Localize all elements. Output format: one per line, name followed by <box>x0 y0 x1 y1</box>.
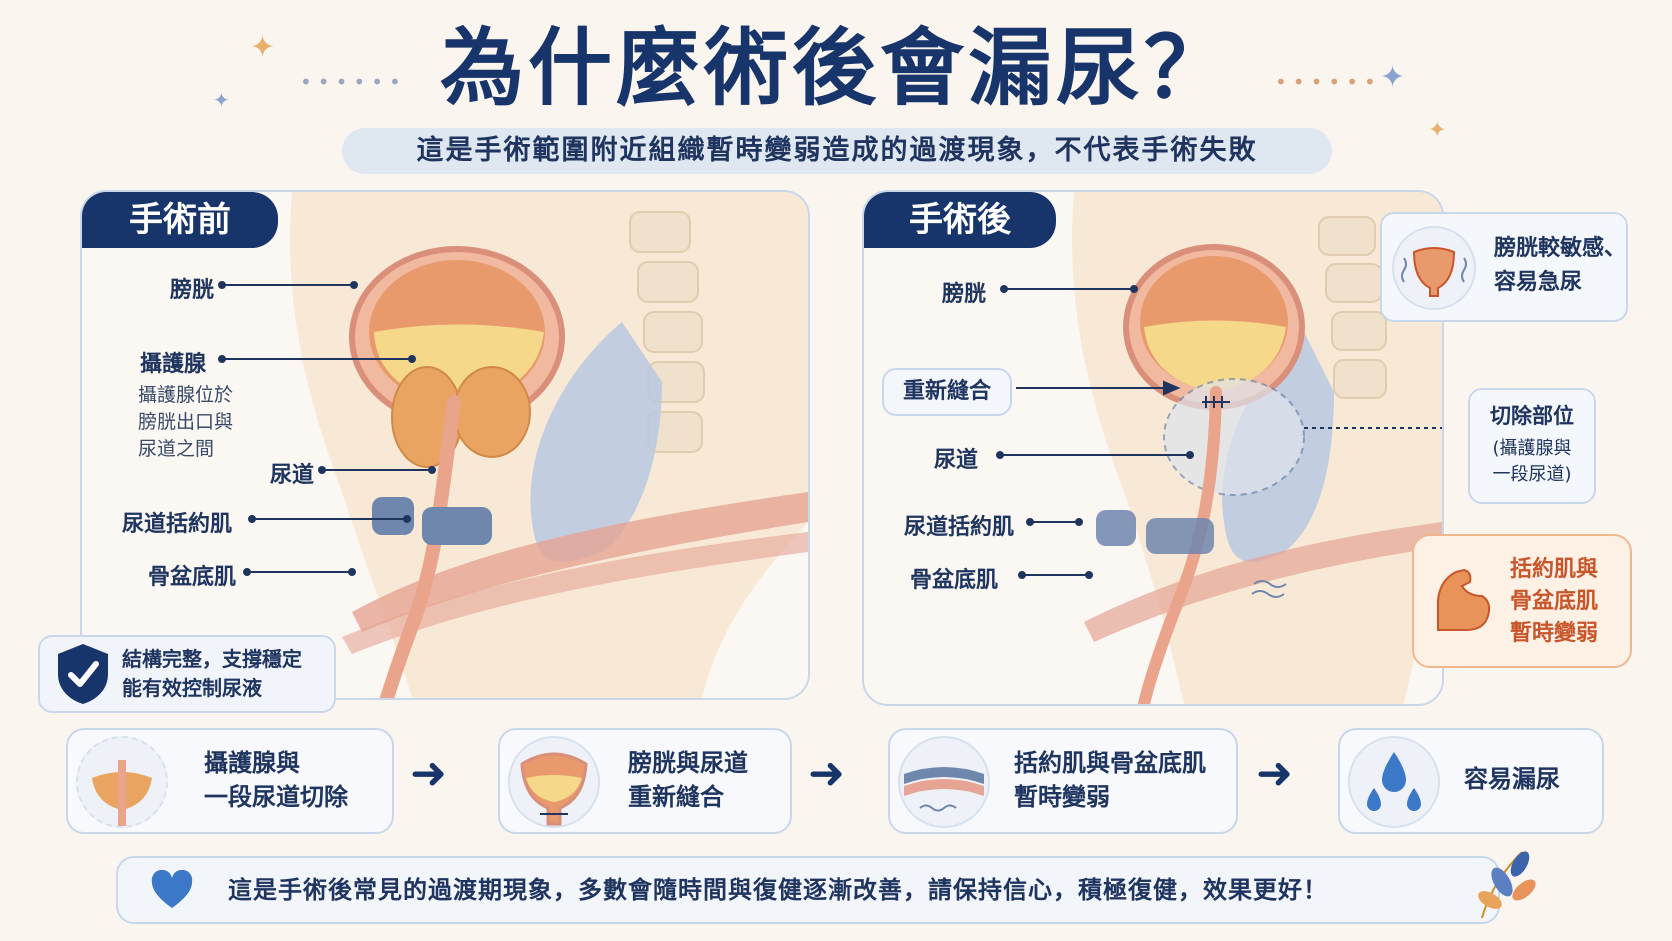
sparkle-icon: ✦ <box>1428 118 1447 143</box>
label-suture: 重新縫合 <box>902 379 991 404</box>
badge-line: 結構完整，支撐穩定 <box>122 647 302 671</box>
arrow-right-icon: ➜ <box>808 748 845 799</box>
bladder-sensitive-callout: 膀胱較敏感、 容易急尿 <box>1380 212 1628 322</box>
before-anatomy-illustration <box>218 192 808 698</box>
bladder-icon <box>520 752 588 826</box>
flow-step: 膀胱與尿道 重新縫合 <box>498 728 792 834</box>
bladder-sensitive-icon <box>1392 226 1476 310</box>
label-bladder: 膀胱 <box>942 282 987 307</box>
label-urethra: 尿道 <box>934 448 979 473</box>
prostate-removal-icon <box>76 736 168 828</box>
footer-text: 這是手術後常見的過渡期現象，多數會隨時間與復健逐漸改善，請保持信心，積極復健，效… <box>228 876 1328 904</box>
flow-step-text: 攝護腺與 <box>204 749 300 777</box>
footer-banner: 這是手術後常見的過渡期現象，多數會隨時間與復健逐漸改善，請保持信心，積極復健，效… <box>116 856 1500 924</box>
callout-line: 暫時變弱 <box>1510 621 1599 646</box>
page-title: 為什麼術後會漏尿？ <box>439 19 1232 117</box>
prostate-note: 攝護腺位於 膀胱出口與 尿道之間 <box>138 384 234 460</box>
flow-step-text: 一段尿道切除 <box>204 783 348 811</box>
sparkle-icon: ✦ <box>250 30 276 65</box>
callout-line: 骨盆底肌 <box>1510 589 1599 614</box>
removed-area-callout: 切除部位 (攝護腺與 一段尿道) <box>1468 388 1596 504</box>
leaf-decoration-icon <box>1478 851 1536 919</box>
badge-line: 能有效控制尿液 <box>122 676 262 700</box>
flow-step-text: 膀胱與尿道 <box>628 749 748 777</box>
arrow-right-icon: ➜ <box>410 748 447 799</box>
dots-decoration: •••••• <box>300 70 407 94</box>
flow-step-text: 暫時變弱 <box>1014 783 1110 811</box>
after-panel: 手術後 膀胱 重新縫合 尿道 尿道括約肌 骨盆底肌 <box>862 190 1444 706</box>
water-drops-icon <box>1348 736 1440 828</box>
drop-icon <box>1367 752 1421 811</box>
tab-after-surgery: 手術後 <box>864 192 1056 248</box>
callout-line: 膀胱較敏感、 <box>1494 236 1627 261</box>
callout-line: 容易急尿 <box>1494 270 1583 295</box>
muscle-layers-icon <box>898 736 990 828</box>
label-pelvic-floor: 骨盆底肌 <box>148 565 237 590</box>
label-pelvic-floor: 骨盆底肌 <box>910 568 999 593</box>
heart-icon <box>151 870 193 908</box>
label-urethral-sphincter: 尿道括約肌 <box>122 512 233 537</box>
callout-line: (攝護腺與 <box>1492 438 1572 459</box>
flow-step-text: 容易漏尿 <box>1464 765 1560 793</box>
callout-line: 一段尿道) <box>1492 464 1572 485</box>
label-urethral-sphincter: 尿道括約肌 <box>904 515 1015 540</box>
sparkle-icon: ✦ <box>1380 60 1406 95</box>
subtitle-banner: 這是手術範圍附近組織暫時變弱造成的過渡現象，不代表手術失敗 <box>342 128 1332 174</box>
muscle-weak-callout: 括約肌與 骨盆底肌 暫時變弱 <box>1412 534 1632 668</box>
arrow-right-icon: ➜ <box>1256 748 1293 799</box>
shield-check-icon <box>58 644 108 704</box>
muscle-icon <box>904 767 984 812</box>
label-prostate: 攝護腺 <box>140 352 207 377</box>
sparkle-icon: ✦ <box>213 88 230 112</box>
callout-title: 切除部位 <box>1490 404 1574 428</box>
after-anatomy-illustration <box>996 192 1442 704</box>
flow-step: 攝護腺與 一段尿道切除 <box>66 728 394 834</box>
flow-step: 括約肌與骨盆底肌 暫時變弱 <box>888 728 1238 834</box>
flow-step: 容易漏尿 <box>1338 728 1604 834</box>
flow-step-text: 重新縫合 <box>628 783 724 811</box>
bladder-suture-icon <box>508 736 600 828</box>
flexed-arm-icon <box>1437 568 1491 631</box>
label-suture-box: 重新縫合 <box>882 368 1012 416</box>
callout-line: 括約肌與 <box>1510 557 1599 582</box>
bladder-icon <box>1401 247 1467 297</box>
prostate-icon <box>92 760 152 826</box>
label-bladder: 膀胱 <box>170 278 215 303</box>
before-panel: 手術前 膀胱 攝護腺 攝護腺位於 膀胱出口與 尿道之間 尿道 尿道括約肌 骨盆底… <box>80 190 810 700</box>
stable-structure-badge: 結構完整，支撐穩定 能有效控制尿液 <box>38 635 336 713</box>
tab-before-surgery: 手術前 <box>82 192 278 248</box>
label-urethra: 尿道 <box>270 463 315 488</box>
flow-step-text: 括約肌與骨盆底肌 <box>1014 749 1206 777</box>
dots-decoration: •••••• <box>1275 70 1382 94</box>
